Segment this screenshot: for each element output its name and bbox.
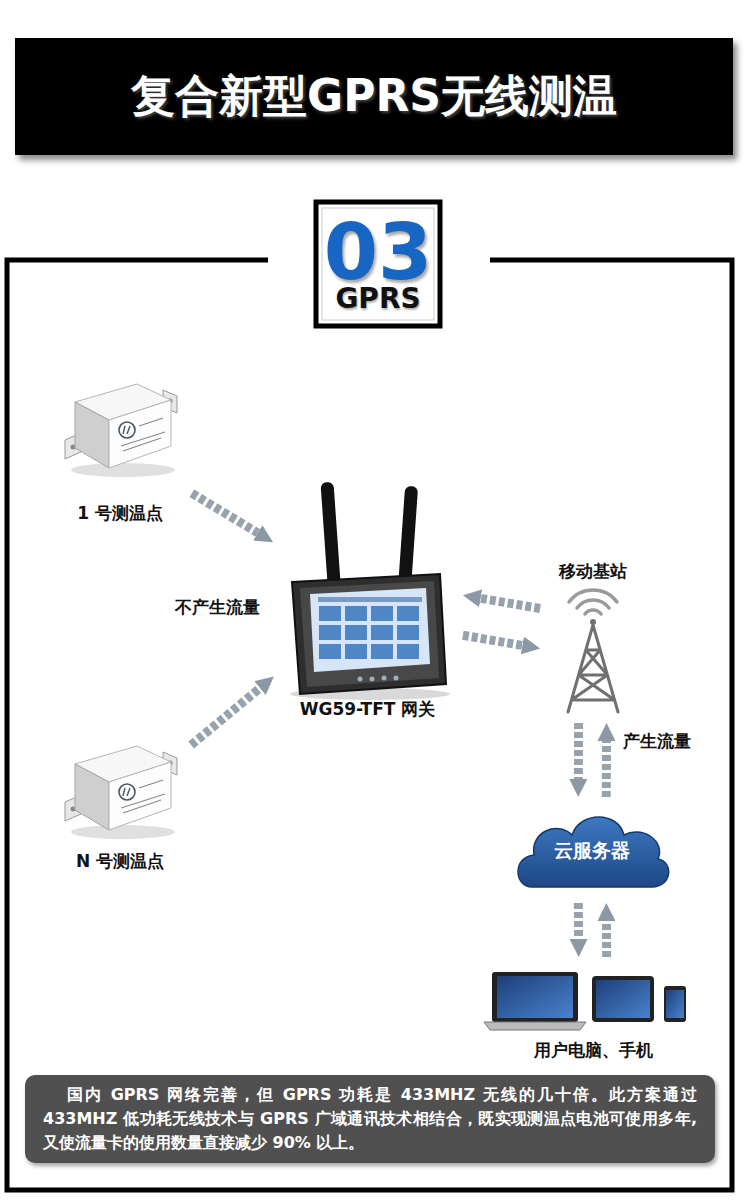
sensor-picture [75,764,109,830]
user-devices [497,976,573,1018]
sensor-node: N 号测温点 [55,736,185,872]
flow-arrow [481,598,540,608]
cloud-shape [518,817,669,887]
gateway-picture [370,677,375,682]
gateway-picture [345,644,367,659]
node-label: N 号测温点 [76,850,164,872]
flow-arrow [463,635,522,645]
node-label: 用户电脑、手机 [534,1039,653,1061]
badge-number: 03 [316,210,440,296]
caption-box: 国内 GPRS 网络完善，但 GPRS 功耗是 433MHZ 无线的几十倍。此方… [25,1075,715,1163]
sensor-picture [75,402,109,468]
cloud-node: 云服务器 [512,805,672,895]
badge-text: GPRS [316,284,440,315]
flow-arrow [574,903,583,939]
sensor-picture [71,463,175,477]
user-devices [664,986,686,1022]
caption: 国内 GPRS 网络完善，但 GPRS 功耗是 433MHZ 无线的几十倍。此方… [43,1083,697,1155]
user-devices [492,972,578,1022]
gateway-picture [382,676,387,681]
sensor-picture [123,426,130,434]
gateway-picture [358,677,363,682]
tower-node: 移动基站 [548,560,638,715]
sensor-node: 1 号测温点 [55,376,185,524]
gateway-picture [320,482,341,593]
gateway-picture [397,606,419,621]
device-node: 用户电脑、手机 [478,965,708,1061]
gateway-picture [397,625,419,640]
gateway-picture [318,597,422,602]
sensor-picture [123,788,130,796]
sensor-picture [71,825,175,839]
title-bar: 复合新型GPRS无线测温 [15,38,733,155]
sensor-picture [121,418,165,451]
node-label: 1 号测温点 [77,502,163,524]
tower-picture [568,590,618,712]
sensor-picture [109,400,171,468]
flow-arrow [602,921,611,957]
user-devices [596,980,650,1018]
sensor-picture [65,384,177,477]
badge [316,202,440,326]
user-devices [666,990,684,1018]
gateway-picture [319,625,341,640]
tower-picture [568,625,618,712]
gateway-picture [292,574,446,694]
gateway-picture [319,606,341,621]
gateway-picture [319,644,341,659]
gateway-picture [394,676,399,681]
tower-picture [569,590,617,614]
flow-arrow [192,493,258,533]
flow-arrow [602,741,611,797]
gateway-picture [310,588,430,672]
flow-arrow [574,723,583,779]
gateway-picture [290,482,450,700]
gateway-picture [345,606,367,621]
node-label: 云服务器 [554,838,630,863]
sensor-picture [109,762,171,830]
gateway-picture [397,644,419,659]
frame [7,260,732,1190]
flow-arrow [191,688,260,745]
sensor-picture [119,784,135,800]
edge-label: 产生流量 [620,730,694,752]
gateway-picture [345,625,367,640]
sensor-picture [119,422,135,438]
gateway-picture [398,486,418,589]
gateway-node: WG59-TFT 网关 [280,478,455,720]
traffic-note: 不产生流量 [160,598,275,617]
sensor-picture [121,780,165,813]
user-devices [484,972,686,1030]
user-devices [592,976,654,1022]
gateway-picture [358,676,399,682]
frame [7,260,732,1190]
gateway-picture [371,606,393,621]
gateway-picture [371,625,393,640]
gateway-picture [371,644,393,659]
sensor-picture [65,746,177,839]
user-devices [484,1022,586,1030]
title: 复合新型GPRS无线测温 [131,67,617,126]
node-label: WG59-TFT 网关 [300,698,436,720]
node-label: 移动基站 [559,560,627,582]
gateway-picture [319,606,419,659]
badge [316,202,440,326]
gateway-picture [300,581,439,687]
